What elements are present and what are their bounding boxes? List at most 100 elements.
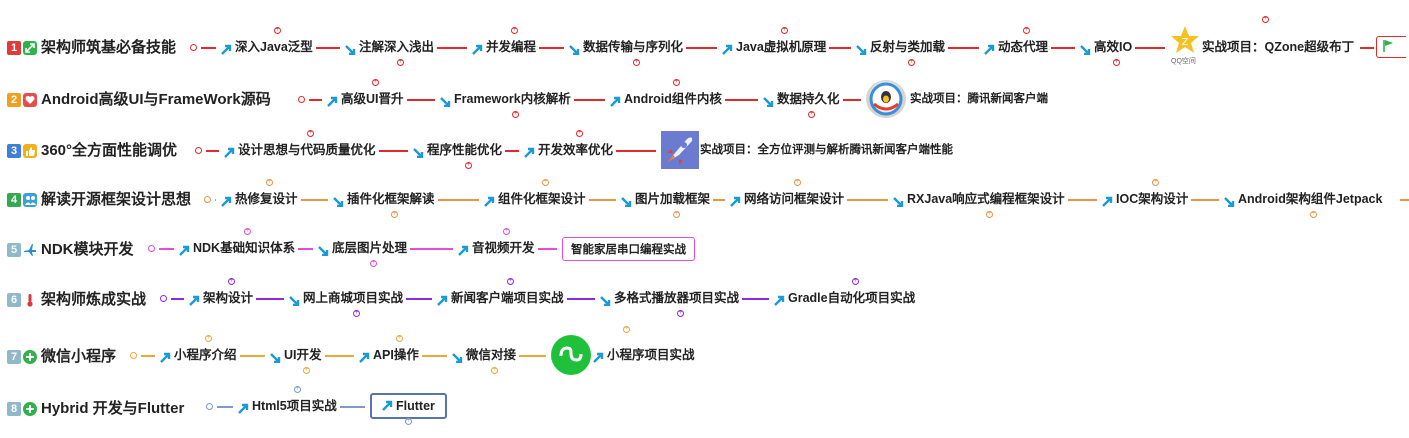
- topic-node[interactable]: API操作: [373, 348, 419, 362]
- expand-plus-icon[interactable]: +: [576, 130, 583, 137]
- collapse-circle-icon[interactable]: [195, 147, 202, 154]
- topic-node[interactable]: 程序性能优化: [427, 143, 503, 157]
- expand-plus-icon[interactable]: +: [673, 211, 680, 218]
- topic-node[interactable]: 多格式播放器项目实战: [614, 291, 740, 305]
- topic-node[interactable]: Android组件内核: [624, 92, 722, 106]
- flag-node[interactable]: [1376, 36, 1407, 58]
- row-title[interactable]: 微信小程序: [41, 348, 117, 365]
- expand-plus-icon[interactable]: +: [397, 59, 404, 66]
- row-title[interactable]: 架构师炼成实战: [41, 291, 147, 308]
- topic-node[interactable]: 热修复设计: [235, 192, 298, 206]
- expand-plus-icon[interactable]: +: [353, 310, 360, 317]
- topic-node[interactable]: 高级UI晋升: [341, 92, 404, 106]
- expand-plus-icon[interactable]: +: [1310, 211, 1317, 218]
- expand-plus-icon[interactable]: +: [405, 418, 412, 425]
- project-node[interactable]: 实战项目：腾讯新闻客户端: [910, 93, 1048, 105]
- expand-plus-icon[interactable]: +: [372, 79, 379, 86]
- topic-node[interactable]: 反射与类加载: [870, 40, 946, 54]
- row-title[interactable]: Android高级UI与FrameWork源码: [41, 91, 271, 108]
- collapse-circle-icon[interactable]: [148, 245, 155, 252]
- row-title[interactable]: NDK模块开发: [41, 241, 134, 258]
- expand-plus-icon[interactable]: +: [370, 260, 377, 267]
- expand-plus-icon[interactable]: +: [852, 278, 859, 285]
- topic-node[interactable]: 数据持久化: [777, 92, 840, 106]
- expand-plus-icon[interactable]: +: [908, 59, 915, 66]
- project-node[interactable]: 小程序项目实战: [607, 348, 695, 362]
- project-node[interactable]: Flutter: [370, 393, 447, 419]
- expand-plus-icon[interactable]: +: [1262, 16, 1269, 23]
- topic-node[interactable]: 开发效率优化: [538, 143, 614, 157]
- topic-node[interactable]: 设计思想与代码质量优化: [238, 143, 376, 157]
- topic-node[interactable]: 深入Java泛型: [235, 40, 313, 54]
- heart-icon: [23, 93, 37, 107]
- topic-node[interactable]: 网络访问框架设计: [744, 192, 845, 206]
- project-node[interactable]: 智能家居串口编程实战: [562, 237, 695, 261]
- topic-node[interactable]: 组件化框架设计: [498, 192, 586, 206]
- expand-plus-icon[interactable]: +: [677, 310, 684, 317]
- expand-plus-icon[interactable]: +: [1113, 59, 1120, 66]
- expand-plus-icon[interactable]: +: [396, 335, 403, 342]
- topic-node[interactable]: UI开发: [284, 348, 322, 362]
- topic-node[interactable]: Gradle自动化项目实战: [788, 291, 916, 305]
- expand-plus-icon[interactable]: +: [303, 367, 310, 374]
- expand-plus-icon[interactable]: +: [1152, 179, 1159, 186]
- expand-plus-icon[interactable]: +: [623, 326, 630, 333]
- topic-node[interactable]: 网上商城项目实战: [303, 291, 404, 305]
- project-node[interactable]: 实战项目：全方位评测与解析腾讯新闻客户端性能: [700, 144, 953, 156]
- expand-plus-icon[interactable]: +: [294, 386, 301, 393]
- expand-plus-icon[interactable]: +: [542, 179, 549, 186]
- topic-node[interactable]: 高效IO: [1094, 40, 1133, 54]
- topic-node[interactable]: RXJava响应式编程框架设计: [907, 192, 1065, 206]
- topic-node[interactable]: 注解深入浅出: [359, 40, 435, 54]
- topic-node[interactable]: NDK基础知识体系: [193, 241, 296, 255]
- expand-plus-icon[interactable]: +: [808, 111, 815, 118]
- row-title[interactable]: 360°全方面性能调优: [41, 142, 178, 159]
- expand-plus-icon[interactable]: +: [512, 111, 519, 118]
- topic-node[interactable]: 音视频开发: [472, 241, 535, 255]
- expand-plus-icon[interactable]: +: [633, 59, 640, 66]
- expand-plus-icon[interactable]: +: [781, 27, 788, 34]
- expand-plus-icon[interactable]: +: [266, 179, 273, 186]
- topic-node[interactable]: 数据传输与序列化: [583, 40, 684, 54]
- row-title[interactable]: 解读开源框架设计思想: [41, 191, 192, 208]
- topic-node[interactable]: 架构设计: [203, 291, 254, 305]
- expand-plus-icon[interactable]: +: [986, 211, 993, 218]
- expand-plus-icon[interactable]: +: [503, 228, 510, 235]
- expand-plus-icon[interactable]: +: [244, 228, 251, 235]
- collapse-circle-icon[interactable]: [204, 196, 211, 203]
- topic-node[interactable]: 动态代理: [998, 40, 1049, 54]
- expand-plus-icon[interactable]: +: [507, 278, 514, 285]
- topic-node[interactable]: 微信对接: [466, 348, 517, 362]
- row-title[interactable]: 架构师筑基必备技能: [41, 39, 177, 56]
- expand-plus-icon[interactable]: +: [465, 162, 472, 169]
- topic-node[interactable]: Html5项目实战: [252, 399, 337, 413]
- topic-node[interactable]: 图片加载框架: [635, 192, 711, 206]
- expand-plus-icon[interactable]: +: [511, 27, 518, 34]
- expand-plus-icon[interactable]: +: [391, 211, 398, 218]
- expand-plus-icon[interactable]: +: [307, 130, 314, 137]
- topic-node[interactable]: Java虚拟机原理: [736, 40, 827, 54]
- collapse-circle-icon[interactable]: [130, 352, 137, 359]
- collapse-circle-icon[interactable]: [190, 44, 197, 51]
- expand-plus-icon[interactable]: +: [274, 27, 281, 34]
- topic-node[interactable]: 插件化框架解读: [347, 192, 435, 206]
- expand-plus-icon[interactable]: +: [491, 367, 498, 374]
- expand-plus-icon[interactable]: +: [1023, 27, 1030, 34]
- topic-node[interactable]: 底层图片处理: [332, 241, 408, 255]
- collapse-circle-icon[interactable]: [206, 403, 213, 410]
- topic-node[interactable]: 并发编程: [486, 40, 537, 54]
- arrow-icon: [730, 194, 741, 207]
- collapse-circle-icon[interactable]: [160, 295, 167, 302]
- topic-node[interactable]: 小程序介绍: [174, 348, 237, 362]
- expand-plus-icon[interactable]: +: [205, 335, 212, 342]
- topic-node[interactable]: Android架构组件Jetpack: [1238, 192, 1383, 206]
- topic-node[interactable]: Framework内核解析: [454, 92, 571, 106]
- expand-plus-icon[interactable]: +: [673, 79, 680, 86]
- collapse-circle-icon[interactable]: [298, 96, 305, 103]
- expand-plus-icon[interactable]: +: [228, 278, 235, 285]
- expand-plus-icon[interactable]: +: [794, 179, 801, 186]
- topic-node[interactable]: IOC架构设计: [1116, 192, 1189, 206]
- topic-node[interactable]: 新闻客户端项目实战: [451, 291, 564, 305]
- row-title[interactable]: Hybrid 开发与Flutter: [41, 400, 185, 417]
- project-node[interactable]: 实战项目：QZone超级布丁: [1202, 40, 1355, 54]
